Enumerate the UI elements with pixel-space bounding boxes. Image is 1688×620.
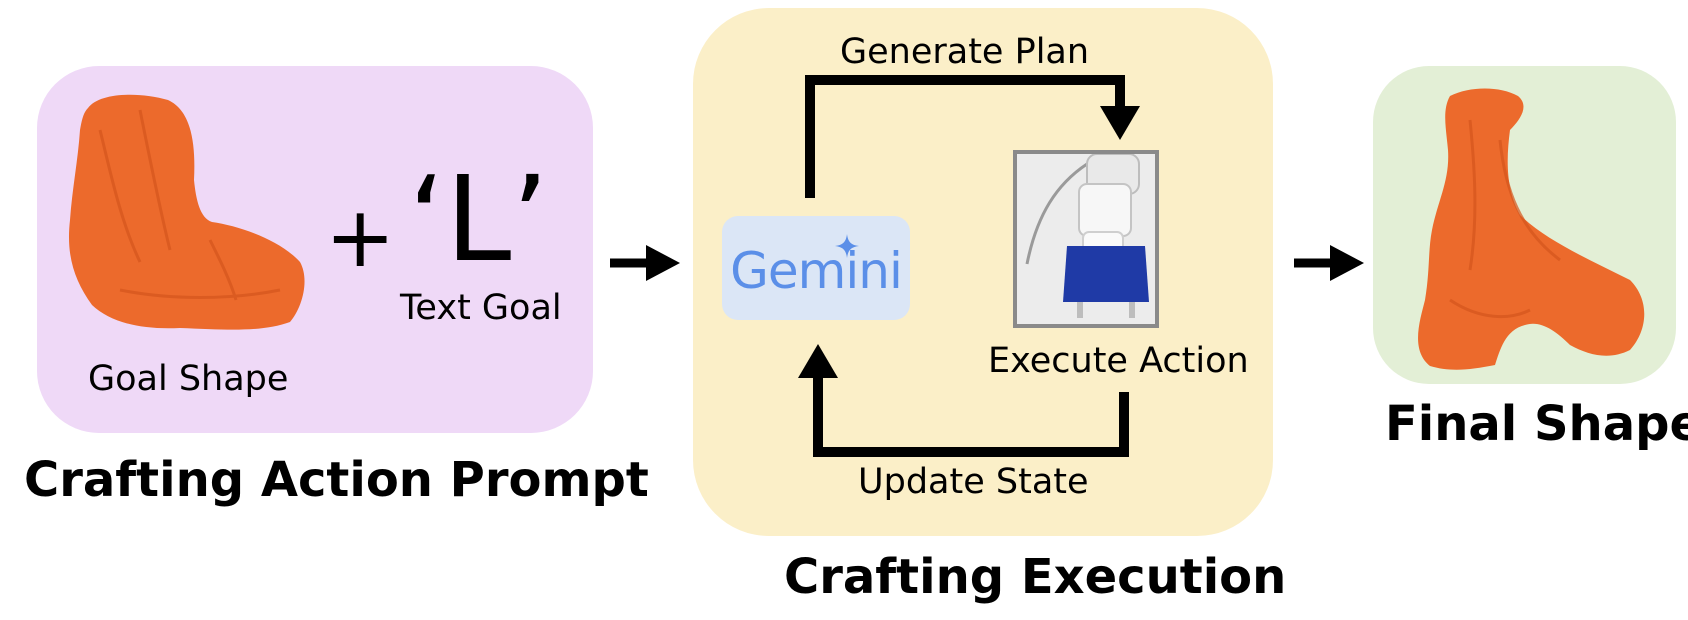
gemini-box: Gemini [722,216,910,320]
arrow-right-icon [1294,245,1364,281]
robot-execution-image [1013,150,1159,328]
update-state-label: Update State [858,462,1089,502]
plus-symbol: + [325,188,396,286]
text-goal-letter: ‘L’ [408,150,549,288]
execute-action-label: Execute Action [988,341,1249,381]
goal-shape-label: Goal Shape [88,359,289,399]
final-shape-title: Final Shape [1385,396,1688,452]
crafting-execution-title: Crafting Execution [784,549,1287,605]
gemini-logo: Gemini [730,242,903,300]
crafting-action-prompt-title: Crafting Action Prompt [24,452,649,508]
robot-arm-illustration [1017,154,1155,324]
text-goal-label: Text Goal [400,288,562,328]
sparkle-icon [835,234,859,258]
generate-plan-label: Generate Plan [840,32,1090,72]
arrow-right-icon [610,245,680,281]
